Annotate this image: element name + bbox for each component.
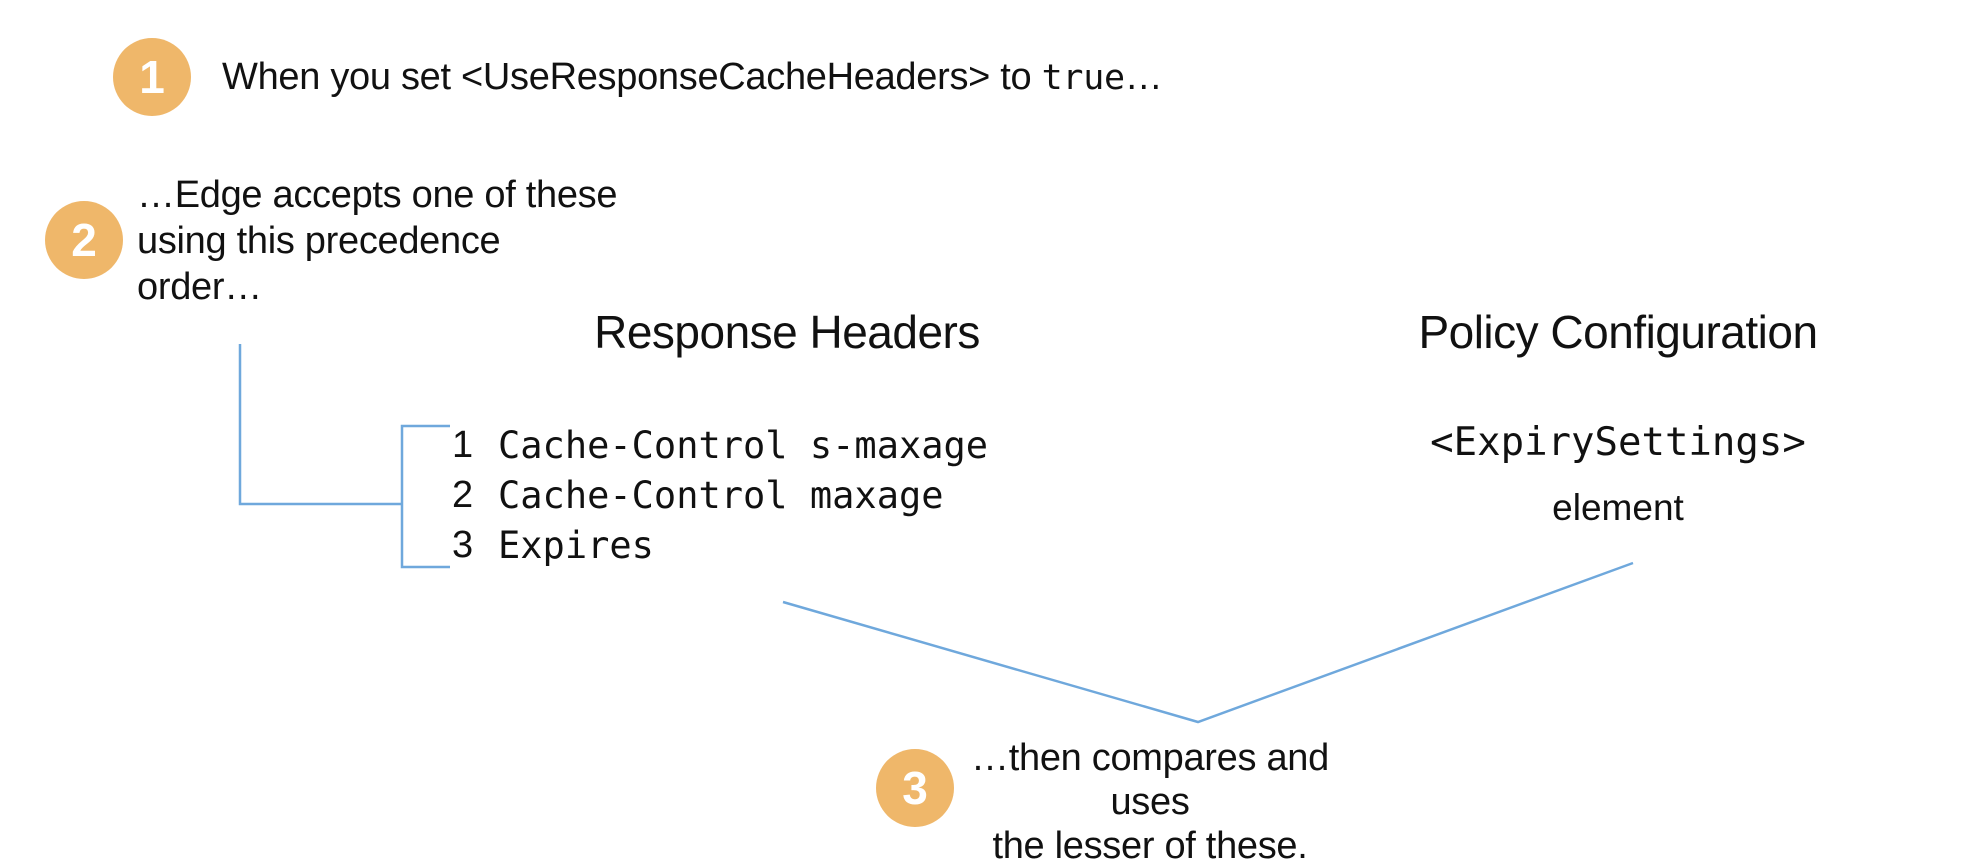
step-2-text: …Edge accepts one of these using this pr…	[137, 172, 618, 310]
merge-connector-line	[782, 561, 1634, 724]
step-3-badge: 3	[876, 749, 954, 827]
step-2-text-line: …Edge accepts one of these	[137, 174, 618, 216]
list-bracket	[400, 424, 450, 569]
list-item-rank: 2	[452, 473, 474, 516]
expiry-settings-code: <ExpirySettings>	[1430, 420, 1806, 465]
step-1-text: When you set <UseResponseCacheHeaders> t…	[222, 54, 1163, 101]
list-item-rank: 1	[452, 423, 474, 466]
precedence-connector-line	[238, 344, 402, 506]
step-2-badge: 2	[45, 201, 123, 279]
list-item-name: Cache-Control maxage	[498, 473, 944, 517]
list-item: 2 Cache-Control maxage	[452, 470, 988, 520]
step-1-code-value: true	[1041, 58, 1125, 98]
step-1-text-prefix: When you set <UseResponseCacheHeaders> t…	[222, 56, 1042, 98]
step-2-text-line: using this precedence	[137, 220, 501, 262]
step-2-text-line: order…	[137, 266, 262, 308]
policy-configuration-title: Policy Configuration	[1418, 306, 1818, 358]
step-3-text-line: the lesser of these.	[992, 825, 1308, 867]
list-item-rank: 3	[452, 523, 474, 566]
expiry-settings-caption: element	[1552, 487, 1684, 528]
response-headers-title: Response Headers	[594, 306, 980, 358]
step-3-text-line: …then compares and uses	[971, 737, 1329, 823]
step-3-text: …then compares and uses the lesser of th…	[950, 736, 1350, 868]
list-item-name: Expires	[498, 523, 654, 567]
step-1-badge: 1	[113, 38, 191, 116]
list-item-name: Cache-Control s-maxage	[498, 423, 989, 467]
step-1-text-suffix: …	[1124, 56, 1163, 98]
list-item: 3 Expires	[452, 520, 988, 570]
list-item: 1 Cache-Control s-maxage	[452, 420, 988, 470]
response-headers-list: 1 Cache-Control s-maxage 2 Cache-Control…	[452, 420, 988, 570]
